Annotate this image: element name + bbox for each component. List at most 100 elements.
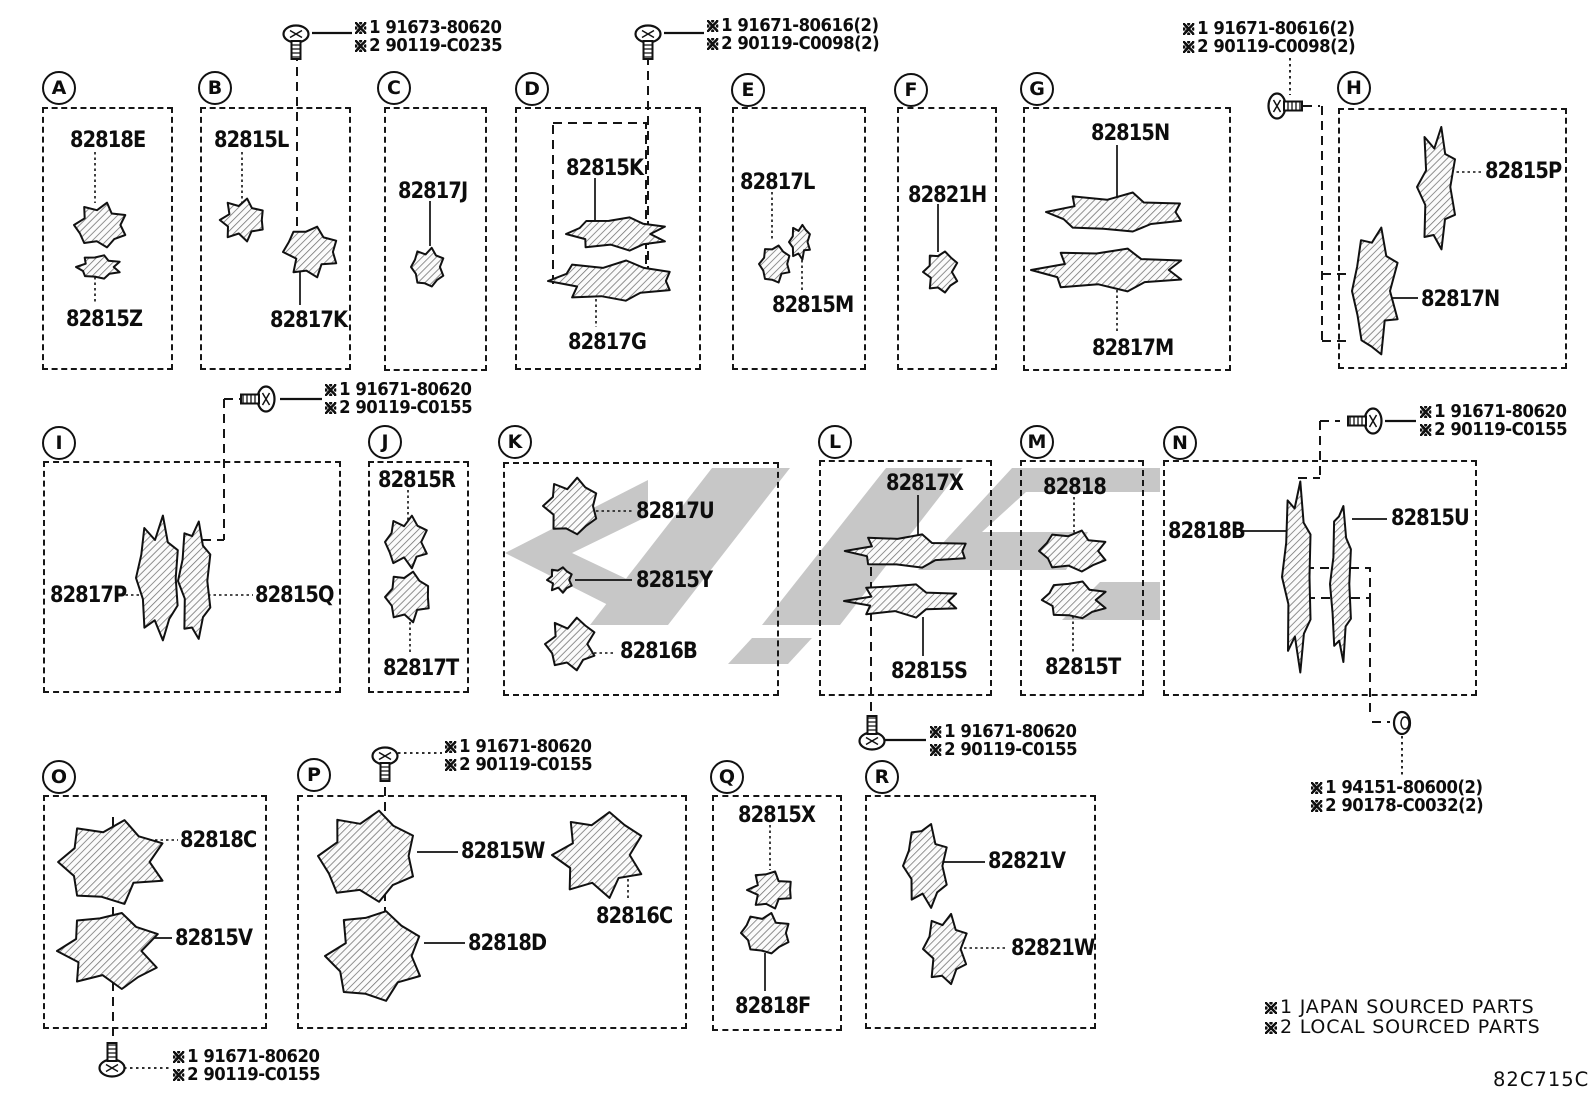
part-label: 82816C (596, 904, 673, 929)
part-label: 82815L (214, 128, 289, 153)
panel-letter: B (207, 76, 223, 99)
panel-letter: C (387, 76, 401, 99)
part-label: 82815R (378, 468, 456, 493)
panel-a-box (42, 107, 173, 370)
panel-g-box (1023, 107, 1231, 371)
part-label: 82821W (1011, 936, 1095, 961)
part-label: 82816B (620, 639, 698, 664)
panel-e-badge: E (731, 73, 765, 107)
part-illustration (1329, 505, 1352, 663)
panel-letter: E (741, 78, 755, 101)
fastener-part-number: 1 94151-80600(2) (1311, 779, 1483, 797)
panel-c-box (384, 107, 487, 371)
legend-line-local: 2 LOCAL SOURCED PARTS (1265, 1016, 1541, 1038)
part-illustration (282, 225, 338, 279)
part-illustration (57, 819, 164, 905)
fastener-part-number: 1 91671-80620 (445, 738, 592, 756)
part-label: 82818C (180, 828, 257, 853)
panel-i-badge: I (42, 426, 76, 460)
reference-mark-icon (355, 22, 367, 34)
screw-icon (282, 24, 310, 61)
part-label: 82815M (772, 293, 854, 318)
part-label: 82821H (908, 183, 987, 208)
panel-letter: M (1027, 430, 1047, 453)
fastener-part-number: 2 90119-C0098(2) (1183, 38, 1356, 56)
part-illustration (218, 197, 264, 243)
part-illustration (758, 244, 791, 284)
panel-p-badge: P (297, 758, 331, 792)
panel-letter: F (904, 78, 918, 101)
panel-d-badge: D (515, 72, 549, 106)
panel-l-badge: L (818, 425, 852, 459)
panel-r-badge: R (865, 760, 899, 794)
part-illustration (546, 566, 573, 594)
fastener-part-number: 1 91673-80620 (355, 19, 502, 37)
screw-icon (371, 746, 399, 783)
reference-mark-icon (1183, 23, 1195, 35)
panel-k-badge: K (498, 425, 532, 459)
fastener-part-number: 2 90119-C0155 (325, 399, 473, 417)
part-label: 82815V (175, 926, 253, 951)
part-label: 82818B (1168, 519, 1246, 544)
callout-connector-lines (280, 31, 1416, 742)
fastener-part-number: 2 90119-C0155 (173, 1066, 321, 1084)
fastener-part-number: 1 91671-80616(2) (1183, 20, 1355, 38)
panel-g-badge: G (1020, 72, 1054, 106)
reference-mark-icon (1420, 424, 1432, 436)
panel-n-box (1163, 460, 1477, 696)
part-illustration (1038, 529, 1107, 573)
part-label: 82817N (1421, 287, 1500, 312)
panel-letter: G (1029, 77, 1045, 100)
panel-i-box (43, 461, 341, 693)
panel-letter: J (381, 430, 389, 453)
dotted-connector-lines (124, 58, 1403, 1069)
panel-j-badge: J (368, 425, 402, 459)
part-illustration (1351, 226, 1399, 356)
panel-o-badge: O (42, 760, 76, 794)
fastener-callout: 1 91671-80616(2) 2 90119-C0098(2) (707, 17, 880, 53)
part-illustration (75, 254, 121, 280)
panel-letter: H (1346, 76, 1362, 99)
panel-b-box (200, 107, 351, 370)
screw-icon (1346, 407, 1383, 435)
fastener-part-number: 2 90119-C0155 (1420, 421, 1568, 439)
fastener-part-number: 2 90178-C0032(2) (1311, 797, 1484, 815)
reference-mark-icon (325, 402, 337, 414)
part-illustration (135, 514, 179, 642)
part-label: 82817P (50, 583, 127, 608)
panel-r-box (865, 795, 1096, 1029)
part-label: 82815Y (636, 568, 713, 593)
part-illustration (1416, 126, 1456, 251)
panel-m-badge: M (1020, 425, 1054, 459)
fastener-callout: 1 91673-80620 2 90119-C0235 (355, 19, 503, 55)
panel-f-box (897, 107, 997, 370)
reference-mark-icon (173, 1051, 185, 1063)
part-illustration (73, 201, 127, 249)
part-label: 82818 (1043, 475, 1107, 500)
panel-e-box (732, 107, 866, 370)
fastener-callout: 1 91671-80620 2 90119-C0155 (445, 738, 593, 774)
part-label: 82815S (891, 659, 968, 684)
panel-o-box (43, 795, 267, 1029)
panel-letter: I (55, 431, 63, 454)
part-illustration (922, 250, 959, 294)
legend-line-japan: 1 JAPAN SOURCED PARTS (1265, 996, 1535, 1018)
panel-letter: K (507, 430, 523, 453)
part-illustration (177, 520, 212, 640)
part-illustration (384, 514, 428, 570)
part-label: 82817T (383, 656, 459, 681)
screw-icon (1267, 92, 1304, 120)
reference-mark-icon (355, 40, 367, 52)
reference-mark-icon (1183, 41, 1195, 53)
part-illustration (902, 823, 948, 909)
part-label: 82815X (738, 803, 816, 828)
fastener-callout: 1 91671-80620 2 90119-C0155 (930, 723, 1078, 759)
part-label: 82817J (398, 179, 468, 204)
fastener-part-number: 1 91671-80620 (325, 381, 472, 399)
panel-letter: L (828, 430, 842, 453)
part-label: 82817G (568, 330, 647, 355)
reference-mark-icon (707, 38, 719, 50)
panel-p-box (297, 795, 687, 1029)
reference-mark-icon (445, 759, 457, 771)
